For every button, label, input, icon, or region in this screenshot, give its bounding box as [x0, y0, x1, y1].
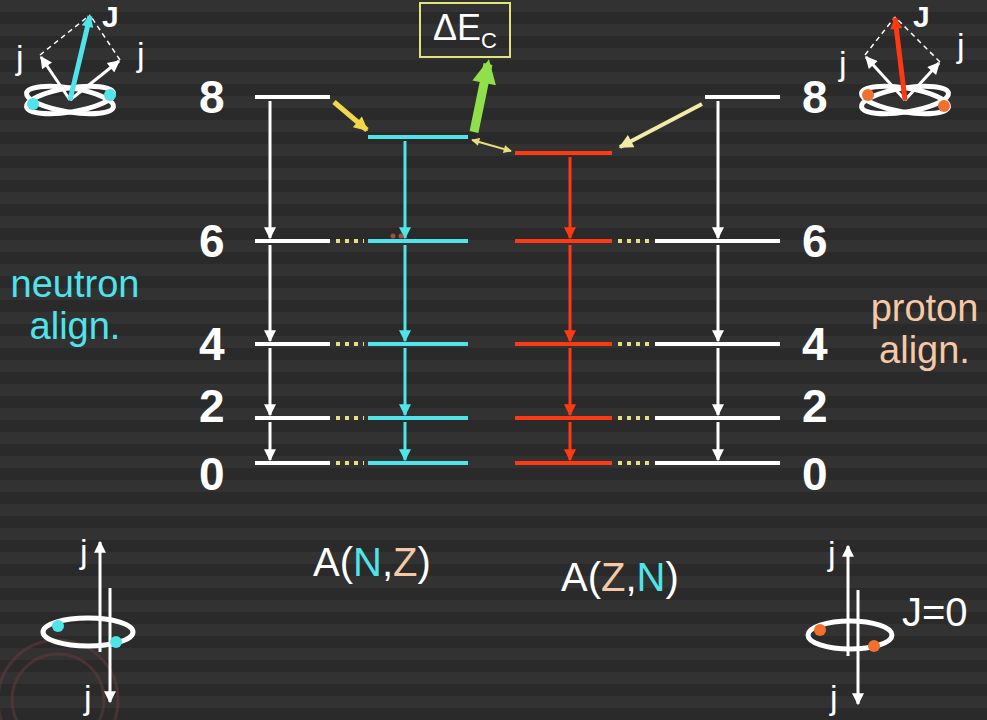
spin-label: j — [957, 27, 965, 64]
level-spin: 0 — [802, 449, 828, 500]
energy-symbol: ΔE — [433, 7, 481, 48]
level-spin: 0 — [199, 449, 225, 500]
alignment-caption: proton align. — [862, 288, 987, 372]
spin-label: J=0 — [902, 590, 968, 634]
level-spin: 4 — [199, 319, 225, 370]
spin-label: j — [828, 535, 836, 572]
level-scheme-red — [515, 153, 612, 463]
level-spin: 2 — [199, 381, 225, 432]
total-spin-label: J — [913, 0, 930, 33]
shift-arrow — [334, 102, 367, 130]
spin-label: j — [80, 533, 88, 570]
level-spin: 2 — [802, 381, 828, 432]
proton-alignment-picture — [860, 17, 951, 119]
level-scheme-white-right — [655, 97, 780, 463]
level-spin: 4 — [802, 319, 828, 370]
spin-label: j — [84, 679, 92, 716]
level-spin: 6 — [199, 216, 225, 267]
level-scheme-white-left — [255, 97, 330, 463]
level-scheme-cyan — [368, 137, 468, 463]
neutron-pair-picture — [43, 542, 133, 702]
nucleus-label: A(Z,N) — [561, 555, 679, 599]
level-spin: 8 — [199, 72, 225, 123]
dotted-links — [336, 241, 650, 463]
energy-subscript: C — [481, 28, 497, 53]
total-spin-label: J — [102, 0, 119, 33]
energy-difference-box: ΔEC — [419, 2, 511, 58]
spin-label: j — [830, 679, 838, 716]
small-dots — [391, 234, 404, 239]
level-spin: 8 — [802, 72, 828, 123]
nucleus-label: A(N,Z) — [313, 540, 431, 584]
spin-label: j — [16, 39, 24, 76]
difference-arrow — [472, 140, 511, 151]
spin-label: j — [839, 45, 847, 82]
spin-label: j — [137, 36, 145, 73]
alignment-caption: neutron align. — [0, 264, 150, 348]
shift-arrow — [620, 104, 702, 147]
proton-pair-picture — [808, 546, 892, 704]
level-spin: 6 — [802, 216, 828, 267]
pointer-arrow — [474, 64, 488, 132]
